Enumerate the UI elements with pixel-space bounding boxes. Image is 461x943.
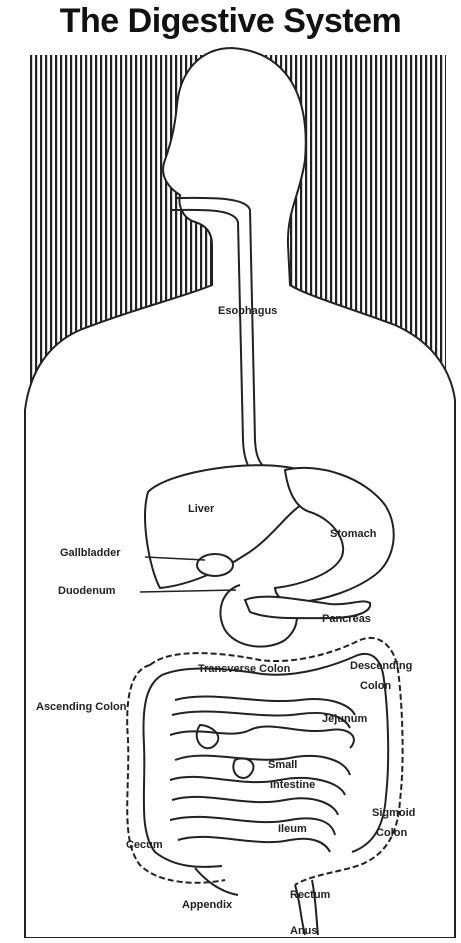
label-transverse-colon: Transverse Colon [198,663,291,675]
label-small-intestine-1: Small [268,759,297,771]
label-anus: Anus [290,925,318,937]
label-duodenum: Duodenum [58,585,116,597]
label-descending-colon-2: Colon [360,680,391,692]
label-sigmoid-colon-2: Colon [376,827,407,839]
label-small-intestine-2: Intestine [270,779,315,791]
gallbladder-shape [197,554,233,576]
label-jejunum: Jejunum [322,713,367,725]
label-stomach: Stomach [330,528,377,540]
label-esophagus: Esophagus [218,305,277,317]
label-liver: Liver [188,503,215,515]
label-cecum: Cecum [126,839,163,851]
label-ileum: Ileum [278,823,307,835]
label-descending-colon-1: Descending [350,660,412,672]
label-gallbladder: Gallbladder [60,547,121,559]
diagram-title: The Digestive System [0,2,461,41]
label-rectum: Rectum [290,889,331,901]
label-pancreas: Pancreas [322,613,371,625]
label-ascending-colon: Ascending Colon [36,701,127,713]
label-sigmoid-colon-1: Sigmoid [372,807,415,819]
label-appendix: Appendix [182,899,233,911]
